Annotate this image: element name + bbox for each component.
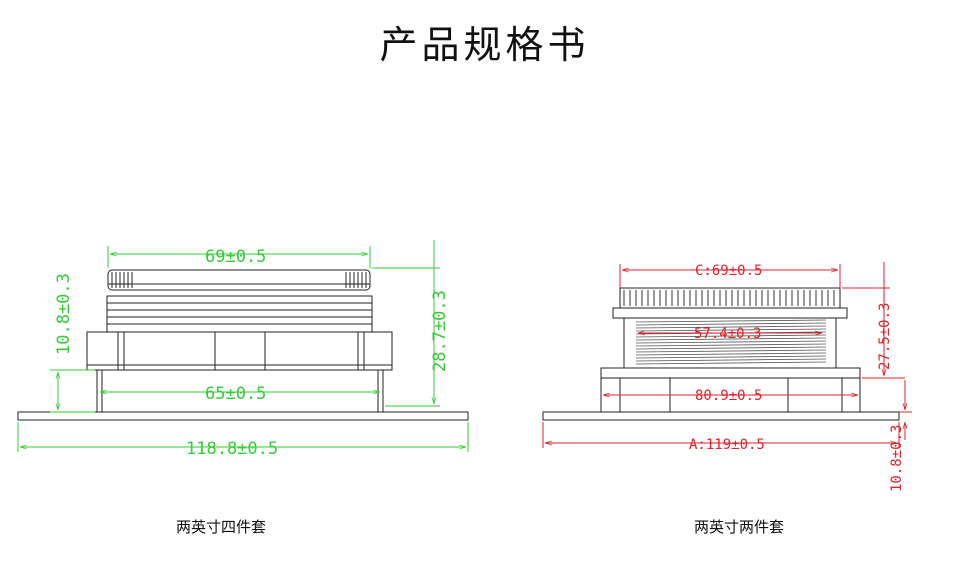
right-height-label: 28.7±0.3 bbox=[430, 290, 450, 372]
left-dimensions bbox=[17, 240, 469, 452]
left-drawing-caption: 两英寸四件套 bbox=[176, 518, 267, 536]
left-cap bbox=[107, 269, 371, 291]
left-nut-section bbox=[86, 331, 393, 371]
left-inner-width-label: 65±0.5 bbox=[205, 384, 266, 404]
left-top-width-label: 69±0.5 bbox=[205, 247, 266, 267]
right-upper-ring bbox=[612, 307, 848, 319]
left-base-plate bbox=[17, 411, 469, 421]
left-height-label: 10.8±0.3 bbox=[54, 273, 74, 355]
left-thread-section bbox=[106, 295, 373, 333]
left-flange-drawing bbox=[17, 269, 469, 421]
right-lower-height-label: 10.8±0.3 bbox=[889, 425, 905, 492]
right-dimensions bbox=[542, 262, 912, 448]
right-cap-knurl bbox=[623, 290, 835, 306]
page-title: 产品规格书 bbox=[379, 23, 590, 67]
left-cap-knurl-left bbox=[111, 272, 133, 288]
right-thread-width-label: 57.4±0.3 bbox=[694, 326, 761, 342]
left-cap-knurl-right bbox=[345, 272, 367, 288]
right-upper-height-label: 27.5±0.3 bbox=[877, 303, 893, 370]
right-base-width-label: A:119±0.5 bbox=[689, 437, 765, 453]
right-base-plate bbox=[542, 411, 900, 421]
right-cap bbox=[619, 287, 841, 309]
left-base-width-label: 118.8±0.5 bbox=[186, 439, 278, 459]
right-drawing-caption: 两英寸两件套 bbox=[694, 518, 785, 536]
right-cap-width-label: C:69±0.5 bbox=[695, 263, 762, 279]
right-dimension-labels: C:69±0.5 57.4±0.3 80.9±0.5 A:119±0.5 27.… bbox=[689, 263, 905, 492]
left-dimension-labels: 69±0.5 65±0.5 118.8±0.5 10.8±0.3 28.7±0.… bbox=[54, 247, 450, 459]
right-flange-drawing bbox=[542, 287, 900, 421]
right-mid-width-label: 80.9±0.5 bbox=[695, 388, 762, 404]
